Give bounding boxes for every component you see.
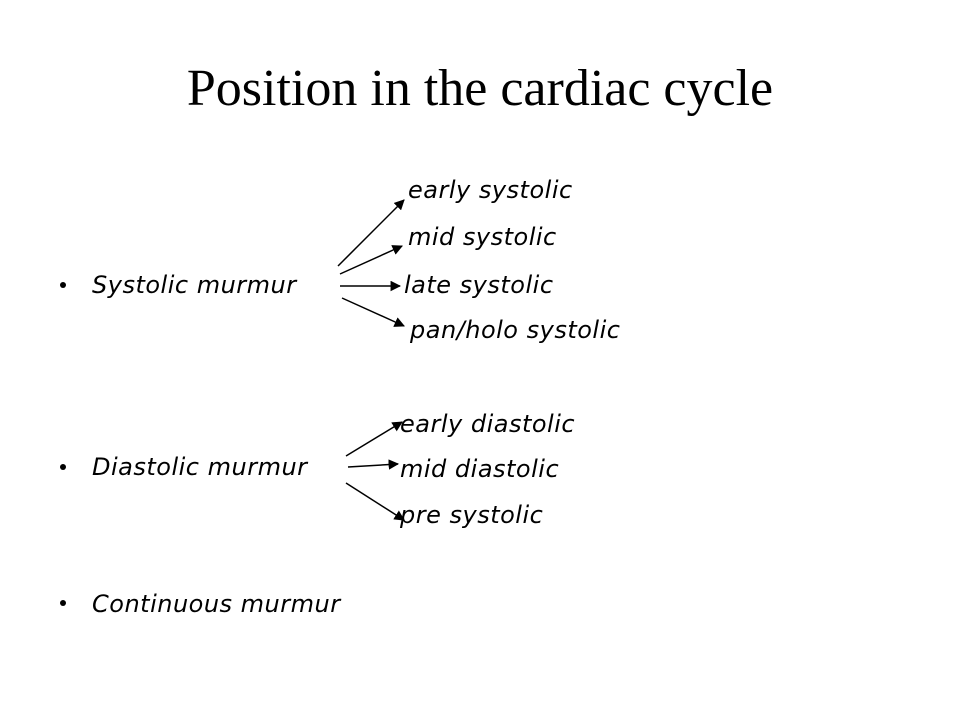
- bullet-systolic: [60, 282, 66, 288]
- diastolic-type-pre: pre systolic: [400, 501, 544, 529]
- arrow-to-pre-systolic: [345, 482, 405, 521]
- bullet-continuous: [60, 600, 66, 606]
- diastolic-type-early: early diastolic: [400, 410, 576, 438]
- bullet-diastolic: [60, 464, 66, 470]
- systolic-type-early: early systolic: [408, 176, 573, 204]
- diastolic-murmur-label: Diastolic murmur: [92, 453, 308, 481]
- systolic-type-late: late systolic: [404, 271, 554, 299]
- systolic-type-mid: mid systolic: [408, 223, 557, 251]
- arrow-to-mid-diastolic: [347, 459, 400, 470]
- diastolic-type-mid: mid diastolic: [400, 455, 560, 483]
- arrow-to-early-diastolic: [345, 421, 403, 457]
- continuous-murmur-label: Continuous murmur: [92, 590, 341, 618]
- systolic-type-pan-holo: pan/holo systolic: [410, 316, 621, 344]
- arrow-to-pan-holo-systolic: [341, 297, 405, 327]
- slide-title: Position in the cardiac cycle: [186, 60, 774, 117]
- arrow-to-early-systolic: [337, 199, 405, 267]
- systolic-murmur-label: Systolic murmur: [92, 271, 297, 299]
- arrow-to-mid-systolic: [339, 245, 403, 275]
